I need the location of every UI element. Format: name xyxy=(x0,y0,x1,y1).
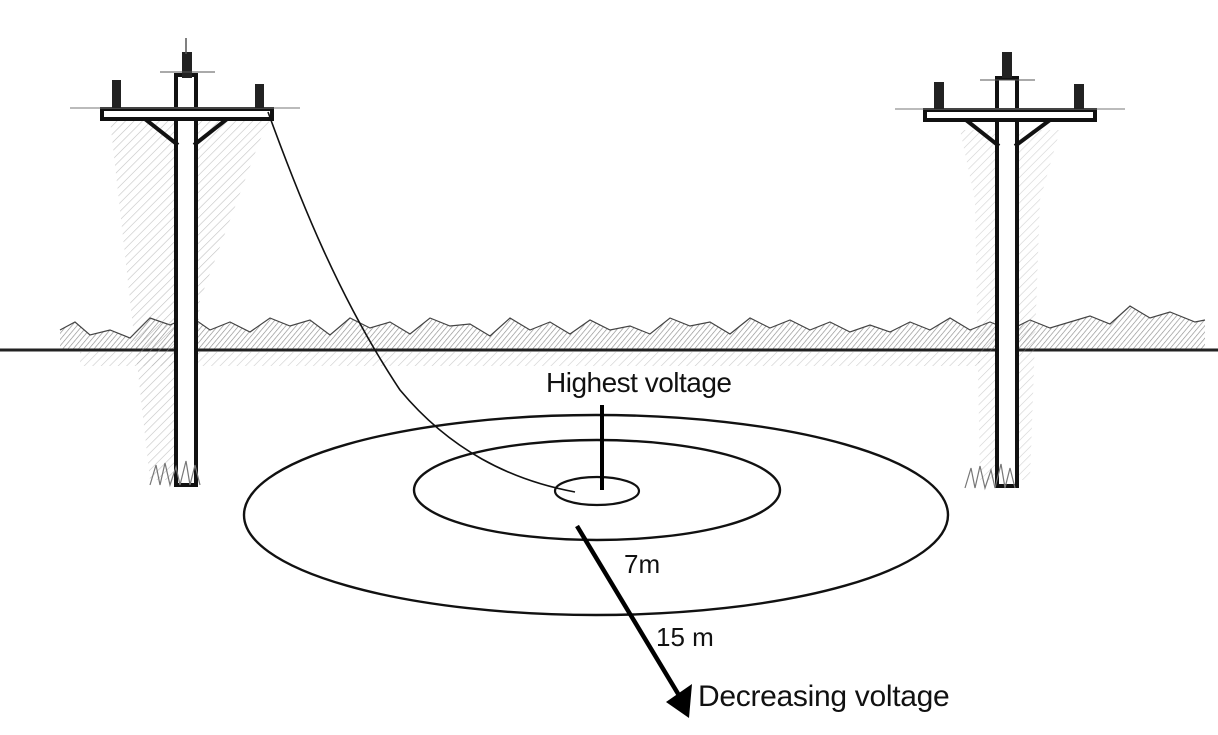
left-utility-pole xyxy=(70,38,300,488)
right-utility-pole xyxy=(895,52,1125,491)
inner-distance-label: 7m xyxy=(624,549,661,579)
voltage-rings xyxy=(242,413,950,617)
highest-voltage-label: Highest voltage xyxy=(546,367,732,398)
inner-ring xyxy=(412,438,782,542)
decreasing-voltage-arrow xyxy=(575,524,692,718)
ground-shading xyxy=(80,352,980,366)
decreasing-voltage-label: Decreasing voltage xyxy=(698,680,950,713)
outer-ring xyxy=(242,413,950,617)
center-ring xyxy=(553,475,641,507)
downed-wire xyxy=(267,111,576,493)
outer-distance-label: 15 m xyxy=(656,622,714,652)
